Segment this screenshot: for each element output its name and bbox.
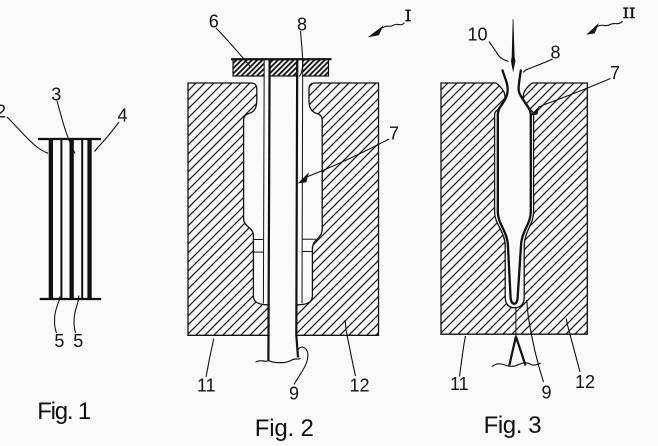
svg-text:5: 5 (73, 331, 83, 351)
svg-text:Fig. 3: Fig. 3 (484, 412, 542, 439)
svg-text:3: 3 (51, 85, 61, 105)
svg-text:12: 12 (575, 372, 595, 392)
svg-text:8: 8 (551, 43, 561, 63)
svg-text:6: 6 (209, 12, 219, 32)
svg-text:9: 9 (289, 384, 299, 404)
svg-text:7: 7 (389, 124, 399, 144)
svg-text:12: 12 (350, 376, 370, 396)
svg-text:10: 10 (468, 25, 488, 45)
svg-text:4: 4 (118, 106, 128, 126)
svg-text:7: 7 (610, 63, 620, 83)
svg-text:9: 9 (542, 383, 552, 403)
svg-text:11: 11 (197, 376, 216, 396)
svg-text:8: 8 (297, 15, 307, 35)
svg-text:Fig. 1: Fig. 1 (37, 398, 91, 425)
svg-text:5: 5 (54, 331, 64, 351)
svg-text:11: 11 (450, 374, 469, 394)
svg-text:Fig. 2: Fig. 2 (255, 415, 314, 442)
svg-text:2: 2 (0, 102, 6, 122)
